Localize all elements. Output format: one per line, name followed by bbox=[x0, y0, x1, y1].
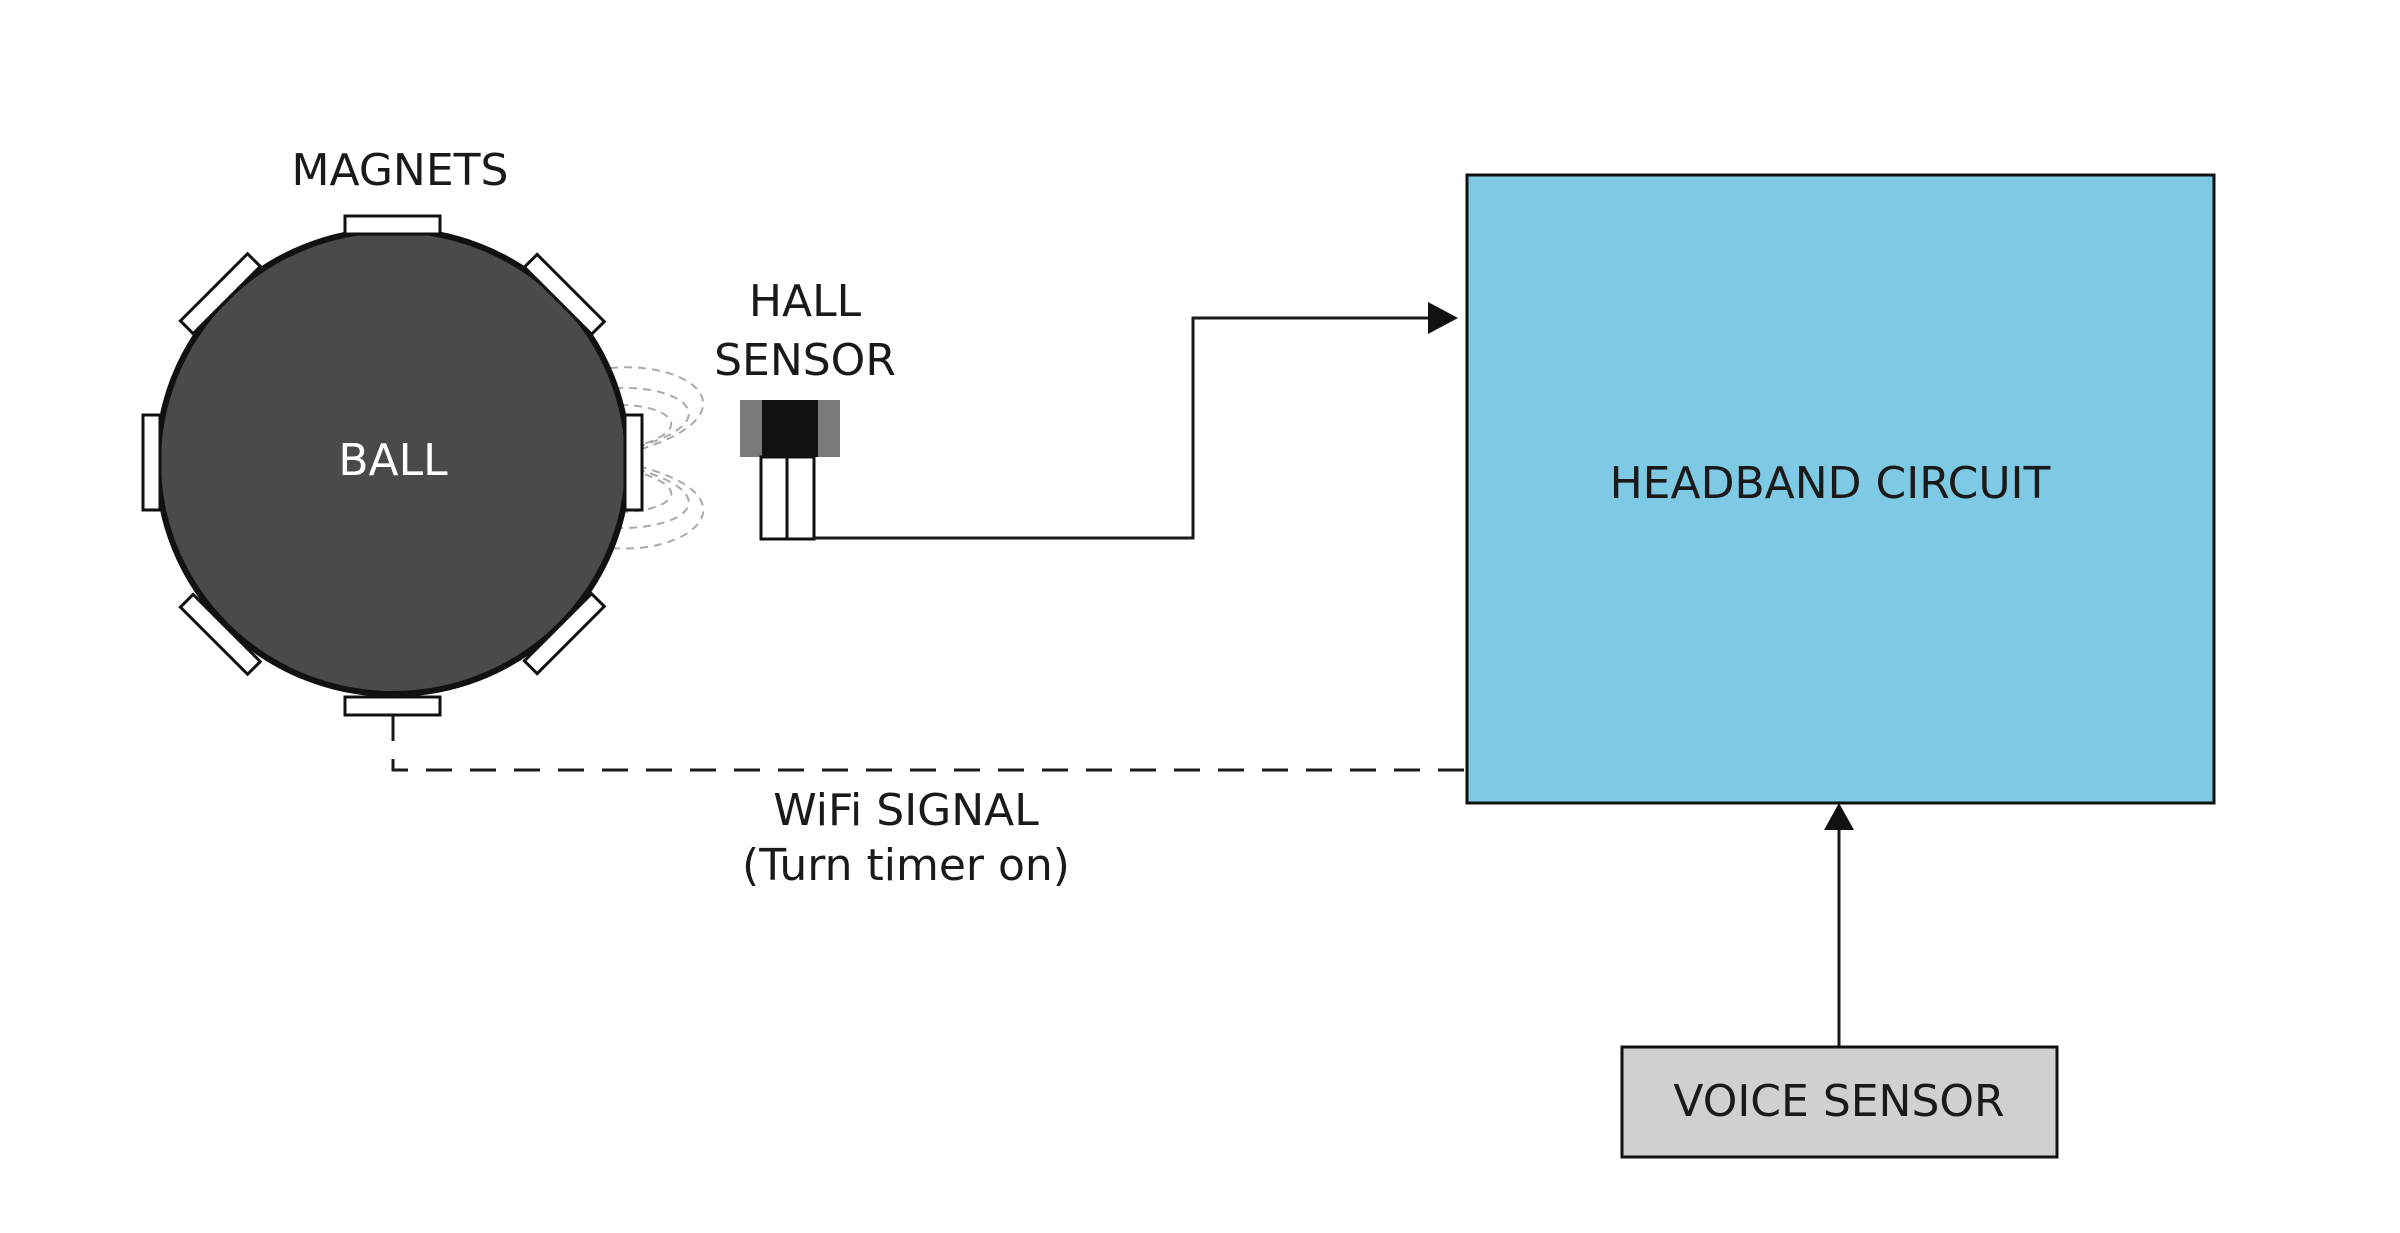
magnet-bottom bbox=[343, 695, 442, 717]
magnet-top-right bbox=[522, 252, 607, 337]
magnet-bottom-right bbox=[522, 591, 607, 676]
voice-to-headband-arrowhead bbox=[1824, 803, 1854, 830]
magnets bbox=[141, 214, 644, 717]
hall-sensor-body-dark bbox=[762, 400, 818, 457]
ball-label: BALL bbox=[338, 435, 448, 486]
hall-sensor bbox=[740, 400, 840, 541]
magnet-top bbox=[343, 214, 442, 236]
hall-sensor-pins bbox=[759, 455, 816, 541]
sensor-to-headband-arrowhead bbox=[1428, 302, 1458, 334]
magnet-left bbox=[141, 413, 162, 512]
headband-circuit-box bbox=[1465, 173, 2216, 805]
headband-circuit-label: HEADBAND CIRCUIT bbox=[1610, 458, 2051, 509]
voice-sensor-box bbox=[1620, 1045, 2059, 1159]
magnets-label: MAGNETS bbox=[292, 145, 509, 196]
voice-sensor-label: VOICE SENSOR bbox=[1673, 1076, 2004, 1127]
magnet-top-left bbox=[178, 251, 263, 336]
wifi-signal-label: WiFi SIGNAL bbox=[773, 785, 1039, 836]
wifi-signal-sublabel: (Turn timer on) bbox=[742, 840, 1070, 891]
sensor-to-headband-wire bbox=[814, 316, 1428, 540]
magnet-bottom-left bbox=[178, 592, 263, 677]
magnet-right bbox=[623, 413, 644, 512]
wifi-signal-link bbox=[391, 715, 1467, 772]
hall-sensor-label-line1: HALL bbox=[749, 276, 862, 327]
hall-sensor-label-line2: SENSOR bbox=[714, 335, 896, 386]
